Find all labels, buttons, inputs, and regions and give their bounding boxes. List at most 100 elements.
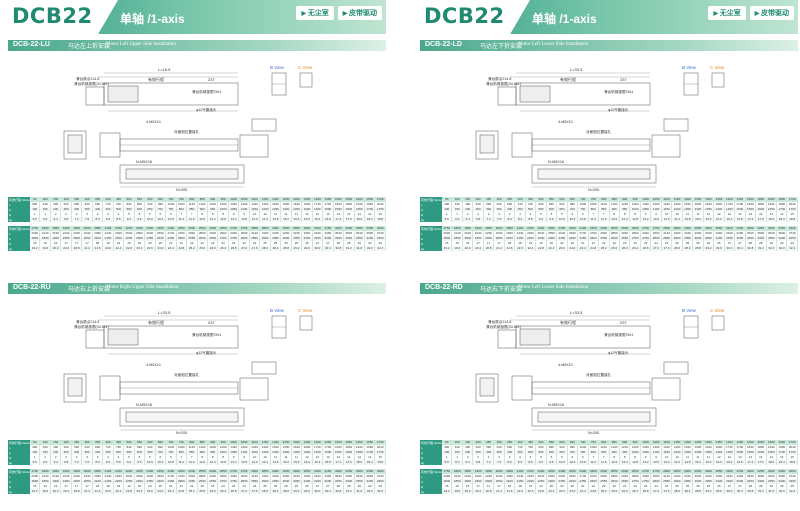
spec-cell: 2590 xyxy=(547,474,558,479)
spec-cell: 2400 xyxy=(578,469,589,474)
spec-cell: 200 xyxy=(463,207,474,212)
c-view-shape xyxy=(299,315,313,331)
spec-cell: 25.6 xyxy=(198,246,208,251)
spec-cell: 2 xyxy=(51,455,62,460)
label-screws: 4-M5X10 xyxy=(558,120,573,124)
spec-cell: 3400 xyxy=(787,469,798,474)
spec-cell: 1790 xyxy=(323,202,334,207)
spec-cell: 3200 xyxy=(746,226,757,231)
spec-cell: 250 xyxy=(473,207,484,212)
bottom-view-body xyxy=(531,407,657,427)
spec-cell: 15.2 xyxy=(693,460,704,465)
spec-cell: 3140 xyxy=(662,474,673,479)
spec-cell: 10 xyxy=(672,212,683,217)
spec-cell: 1890 xyxy=(344,202,355,207)
spec-cell: 8 xyxy=(620,455,631,460)
spec-cell: 28.4 xyxy=(271,489,282,494)
spec-cell: 450 xyxy=(103,207,114,212)
spec-cell: 7.2 xyxy=(72,217,83,222)
spec-cell: 2650 xyxy=(630,226,641,231)
spec-cell: 1400 xyxy=(714,450,725,455)
motor-block xyxy=(85,86,105,106)
spec-cell: 25.6 xyxy=(610,246,620,251)
spec-cell: 29 xyxy=(767,484,777,489)
spec-row-label: 有效行程 Stroke xyxy=(420,226,442,231)
spec-cell: 5 xyxy=(124,455,135,460)
dim-stroke: 有效行程 xyxy=(560,319,576,325)
spec-cell: 7 xyxy=(187,212,198,217)
spec-cell: 2050 xyxy=(93,226,104,231)
dim-237: 237 xyxy=(620,77,627,82)
spec-cell: 31.6 xyxy=(767,489,777,494)
spec-cell: 9 xyxy=(641,212,652,217)
spec-row-label: 有效行程 Stroke xyxy=(420,440,442,445)
spec-cell: 2200 xyxy=(526,236,537,241)
spec-cell: 2340 xyxy=(494,474,505,479)
spec-cell: 11 xyxy=(281,455,292,460)
spec-cell: 900 xyxy=(620,197,631,202)
spec-cell: 18.4 xyxy=(777,460,788,465)
spec-cell: 2400 xyxy=(578,226,589,231)
spec-cell: 2550 xyxy=(187,236,198,241)
spec-cell: 1290 xyxy=(630,202,641,207)
spec-cell: 21 xyxy=(166,484,177,489)
c-view-label: C View xyxy=(710,65,725,70)
spec-cell: 250 xyxy=(61,450,72,455)
label-home: 滑台机械极限(34.5±1) xyxy=(74,81,109,86)
spec-cell: 1450 xyxy=(313,207,324,212)
spec-cell: 1600 xyxy=(756,207,767,212)
spec-cell: 990 xyxy=(568,202,579,207)
spec-row-label: L xyxy=(420,231,442,236)
spec-cell: 1350 xyxy=(302,440,313,445)
spec-cell: 30.4 xyxy=(323,489,334,494)
spec-cell: 2300 xyxy=(547,236,558,241)
spec-cell: 23 xyxy=(229,484,240,489)
end-view-inner xyxy=(479,134,495,154)
spec-cell: 2400 xyxy=(156,479,167,484)
section-title-cn: 马达左下折安装 xyxy=(480,44,523,50)
spec-cell: 3350 xyxy=(355,479,365,484)
spec-cell: 3100 xyxy=(302,236,313,241)
spec-row-label: L xyxy=(420,474,442,479)
spec-cell: 3 xyxy=(93,455,104,460)
spec-cell: 12.8 xyxy=(218,460,229,465)
spec-cell: 640 xyxy=(82,202,93,207)
spec-cell: 900 xyxy=(610,207,620,212)
spec-cell: 11 xyxy=(271,455,282,460)
spec-cell: 2640 xyxy=(145,474,156,479)
spec-cell: 26.0 xyxy=(208,246,219,251)
spec-cell: 2600 xyxy=(610,479,620,484)
spec-cell: 3200 xyxy=(323,236,334,241)
spec-cell: 640 xyxy=(494,445,505,450)
spec-cell: 26 xyxy=(693,484,704,489)
spec-cell: 1790 xyxy=(735,202,746,207)
spec-cell: 29 xyxy=(365,241,376,246)
spec-cell: 2400 xyxy=(568,479,579,484)
spec-cell: 2750 xyxy=(641,479,652,484)
spec-cell: 1350 xyxy=(292,450,303,455)
catalog-page-right: DCB22 单轴 /1-axis 无尘室 皮带驱动 DCB-22-LD 马达左下… xyxy=(420,0,798,511)
spec-cell: 300 xyxy=(484,207,495,212)
spec-cell: 390 xyxy=(30,202,41,207)
spec-cell: 8.8 xyxy=(114,460,125,465)
spec-row-label: N xyxy=(8,241,30,246)
spec-cell: 1450 xyxy=(735,197,746,202)
spec-cell: 1550 xyxy=(334,207,345,212)
spec-cell: 23 xyxy=(641,484,652,489)
spec-cell: 200 xyxy=(473,197,484,202)
spec-cell: 9 xyxy=(229,212,240,217)
spec-cell: 3 xyxy=(505,212,516,217)
spec-cell: 8 xyxy=(610,455,620,460)
section-code: DCB-22-LU xyxy=(13,41,50,48)
spec-cell: 250 xyxy=(484,440,495,445)
spec-cell: 20.4 xyxy=(473,489,484,494)
spec-cell: 27.6 xyxy=(662,489,673,494)
spec-cell: 22 xyxy=(187,241,198,246)
label-mount: N-M5X16 xyxy=(548,403,564,407)
spec-cell: 2750 xyxy=(229,479,240,484)
bottom-view-inner xyxy=(125,411,239,423)
spec-cell: 3000 xyxy=(693,236,704,241)
spec-cell: 10.4 xyxy=(156,460,167,465)
